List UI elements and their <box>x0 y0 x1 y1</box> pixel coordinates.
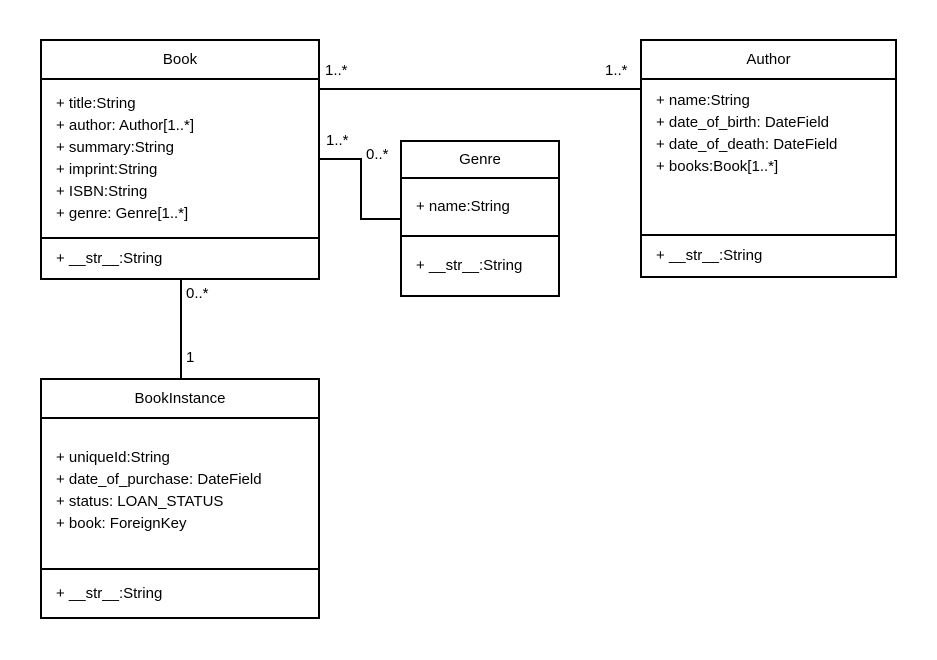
multiplicity-book-author-source: 1..* <box>325 62 348 80</box>
class-name-genre: Genre <box>402 142 558 179</box>
attribute-row: + author: Author[1..*] <box>56 116 195 134</box>
association-book-genre-segment-3 <box>360 218 402 220</box>
multiplicity-book-genre-source: 1..* <box>326 132 349 150</box>
attribute-row: + date_of_birth: DateField <box>656 114 830 131</box>
class-box-author[interactable]: Author + name:String + date_of_birth: Da… <box>640 39 897 278</box>
method-row: + __str__:String <box>416 257 523 274</box>
class-box-genre[interactable]: Genre + name:String + __str__:String <box>400 140 560 297</box>
class-name-author: Author <box>642 41 895 80</box>
attribute-row: + book: ForeignKey <box>56 515 187 532</box>
multiplicity-book-author-target: 1..* <box>605 62 628 80</box>
attribute-row: + imprint:String <box>56 160 158 178</box>
class-attributes-genre: + name:String <box>402 179 558 237</box>
class-attributes-bookinstance: + uniqueId:String + date_of_purchase: Da… <box>42 419 318 570</box>
association-book-genre-segment-2 <box>360 158 362 220</box>
association-book-author-line <box>320 88 640 90</box>
multiplicity-book-bookinstance-source: 0..* <box>186 285 209 303</box>
class-name-book: Book <box>42 41 318 80</box>
class-methods-book: + __str__:String <box>42 239 318 278</box>
class-box-book[interactable]: Book + title:String + author: Author[1..… <box>40 39 320 280</box>
attribute-row: + books:Book[1..*] <box>656 158 779 175</box>
method-row: + __str__:String <box>56 584 163 602</box>
class-name-bookinstance: BookInstance <box>42 380 318 419</box>
attribute-row: + name:String <box>656 92 750 109</box>
attribute-row: + status: LOAN_STATUS <box>56 493 224 510</box>
association-book-bookinstance-line <box>180 280 182 379</box>
method-row: + __str__:String <box>56 249 163 267</box>
attribute-row: + title:String <box>56 94 136 112</box>
attribute-row: + genre: Genre[1..*] <box>56 204 189 222</box>
class-attributes-book: + title:String + author: Author[1..*] + … <box>42 80 318 239</box>
class-methods-genre: + __str__:String <box>402 237 558 295</box>
attribute-row: + uniqueId:String <box>56 449 170 466</box>
class-methods-author: + __str__:String <box>642 236 895 276</box>
multiplicity-book-bookinstance-target: 1 <box>186 349 195 367</box>
attribute-row: + summary:String <box>56 138 174 156</box>
attribute-row: + name:String <box>416 198 510 215</box>
association-book-genre-segment-1 <box>320 158 362 160</box>
attribute-row: + date_of_purchase: DateField <box>56 471 262 488</box>
class-methods-bookinstance: + __str__:String <box>42 570 318 617</box>
multiplicity-book-genre-target: 0..* <box>366 146 389 164</box>
class-attributes-author: + name:String + date_of_birth: DateField… <box>642 80 895 236</box>
method-row: + __str__:String <box>656 247 763 264</box>
class-box-bookinstance[interactable]: BookInstance + uniqueId:String + date_of… <box>40 378 320 619</box>
attribute-row: + ISBN:String <box>56 182 148 200</box>
attribute-row: + date_of_death: DateField <box>656 136 838 153</box>
